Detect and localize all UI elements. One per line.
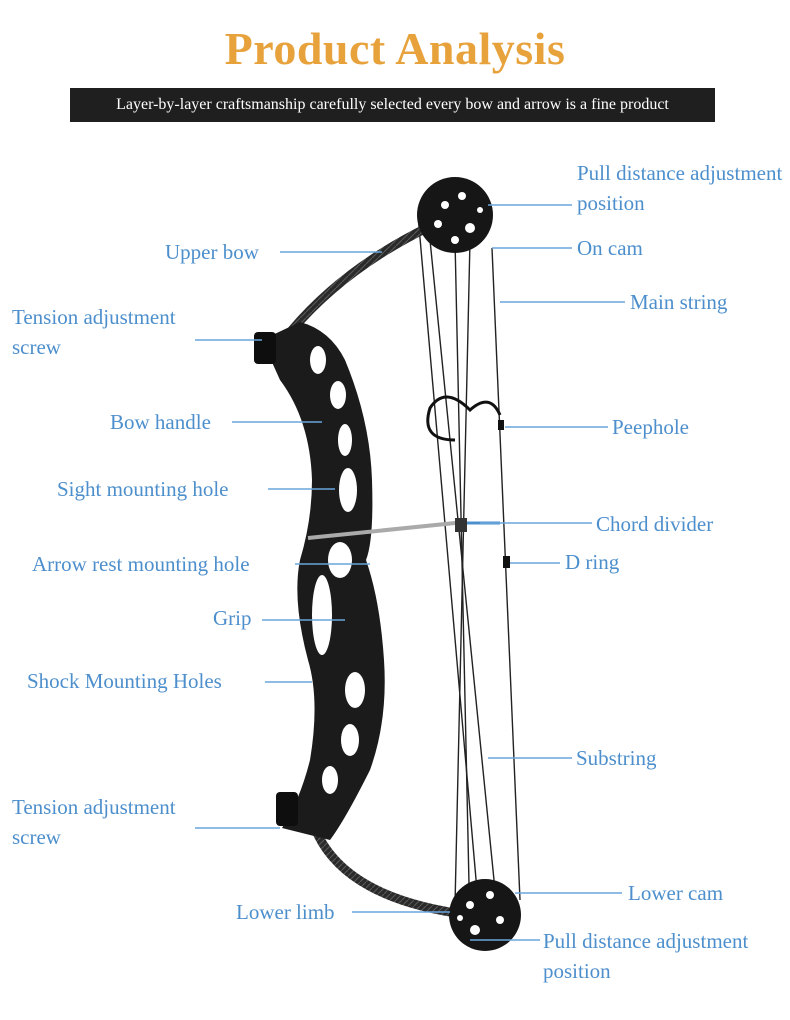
- label-upper-bow: Upper bow: [165, 240, 259, 264]
- peephole-mark: [498, 420, 504, 430]
- label-main-string: Main string: [630, 290, 728, 314]
- label-arrow-rest-hole: Arrow rest mounting hole: [32, 552, 250, 576]
- main-string-line: [491, 247, 521, 901]
- page-title: Product Analysis: [224, 23, 566, 74]
- label-sight-hole: Sight mounting hole: [57, 477, 229, 501]
- substring-line-1: [417, 214, 481, 926]
- label-on-cam: On cam: [577, 236, 643, 260]
- lower-limb: [313, 830, 475, 920]
- leader-lines: [195, 204, 625, 941]
- riser-holes: [310, 346, 365, 794]
- label-shock-holes: Shock Mounting Holes: [27, 669, 222, 693]
- subtitle-banner: Layer-by-layer craftsmanship carefully s…: [70, 88, 715, 122]
- label-d-ring: D ring: [565, 550, 620, 574]
- label-lower-cam: Lower cam: [628, 881, 724, 905]
- lower-cam: [449, 879, 521, 951]
- chord-divider-mark: [455, 518, 467, 532]
- label-pull-distance-top: Pull distance adjustment position: [577, 161, 783, 215]
- arrow-rest-rod: [307, 520, 466, 540]
- label-bow-handle: Bow handle: [110, 410, 211, 434]
- label-chord-divider: Chord divider: [596, 512, 714, 536]
- label-peephole: Peephole: [612, 415, 689, 439]
- d-ring-mark: [503, 556, 510, 568]
- label-grip: Grip: [213, 606, 252, 630]
- strings: [417, 214, 521, 931]
- peephole-loop: [426, 395, 502, 442]
- upper-cam: [417, 177, 493, 253]
- label-lower-limb: Lower limb: [236, 900, 335, 924]
- cable-line: [454, 239, 471, 931]
- label-tension-bottom: Tension adjustment screw: [12, 795, 176, 849]
- tension-screw-bottom: [276, 792, 298, 826]
- label-pull-distance-bottom: Pull distance adjustment position: [543, 929, 749, 983]
- label-tension-top: Tension adjustment screw: [12, 305, 176, 359]
- tension-screw-top: [254, 332, 276, 364]
- label-substring: Substring: [576, 746, 657, 770]
